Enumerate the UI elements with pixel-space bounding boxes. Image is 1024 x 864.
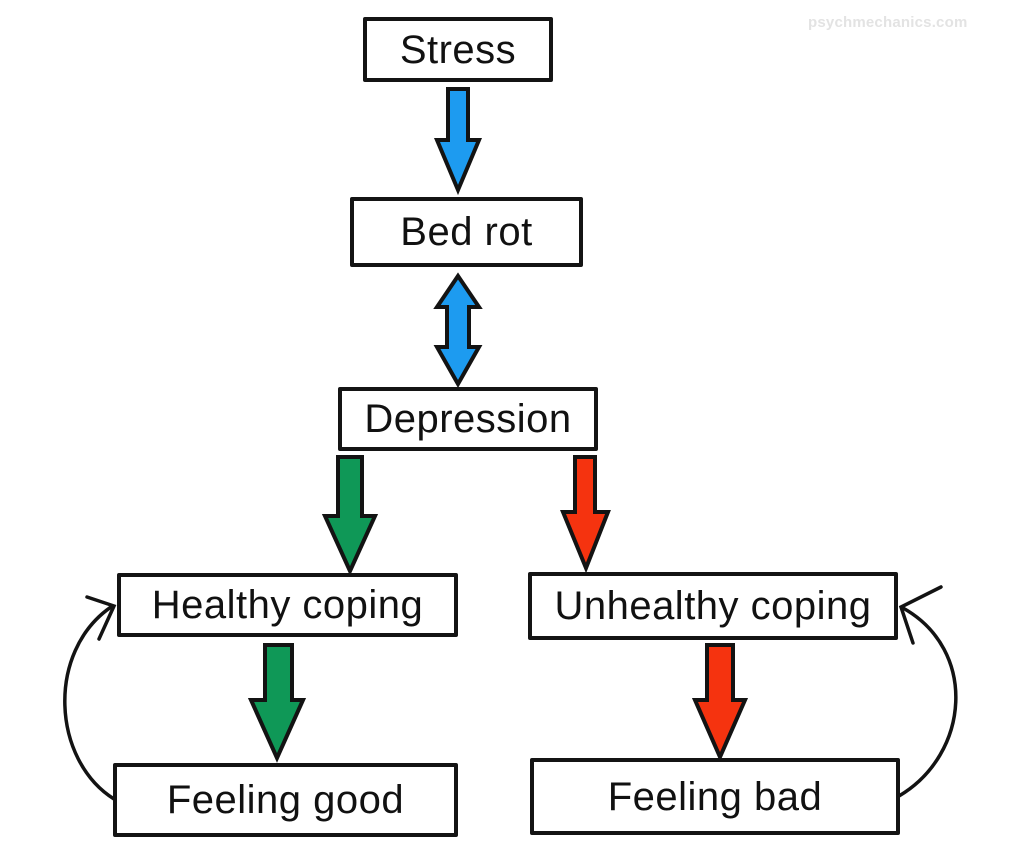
- depression-to-unhealthy-arrow-icon: [560, 455, 611, 574]
- depression-to-healthy-arrow-icon: [321, 455, 379, 576]
- healthy-to-feelinggood-arrow-icon: [247, 643, 307, 763]
- feedback-loop-left-arrowhead-icon: [85, 595, 117, 641]
- feedback-loop-right-arrowhead-icon: [898, 585, 943, 645]
- unhealthy-to-feelingbad-arrow-icon: [691, 643, 749, 762]
- node-depression: Depression: [338, 387, 598, 451]
- node-unhealthy-coping: Unhealthy coping: [528, 572, 898, 640]
- node-bed-rot: Bed rot: [350, 197, 583, 267]
- node-feeling-good: Feeling good: [113, 763, 458, 837]
- feedback-loop-left-arrow-icon: [63, 605, 116, 801]
- node-stress: Stress: [363, 17, 553, 82]
- feedback-loop-right-arrow-icon: [897, 606, 958, 798]
- watermark: psychmechanics.com: [808, 14, 968, 31]
- bedrot-depression-double-arrow-icon: [433, 272, 483, 389]
- stress-to-bedrot-arrow-icon: [433, 87, 483, 196]
- node-healthy-coping: Healthy coping: [117, 573, 458, 637]
- node-feeling-bad: Feeling bad: [530, 758, 900, 835]
